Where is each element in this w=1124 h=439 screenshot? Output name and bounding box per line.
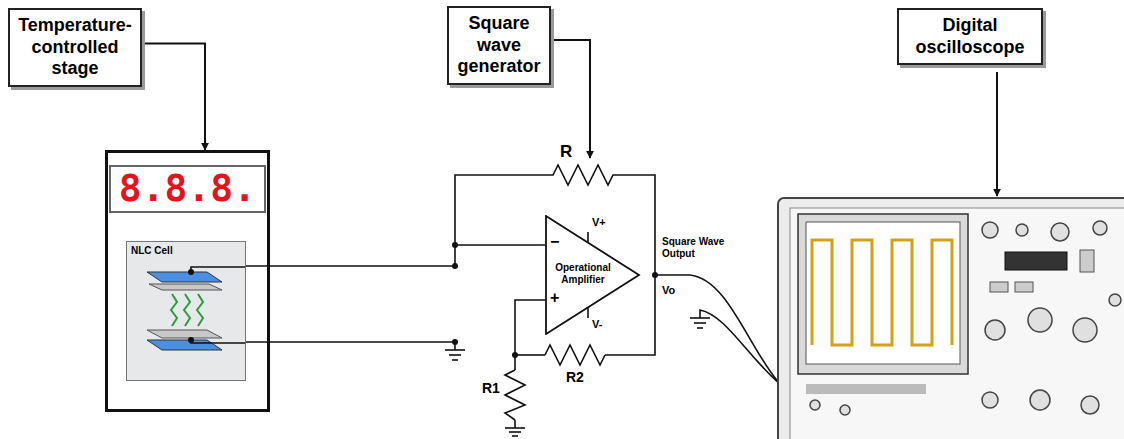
resistor-symbol (505, 370, 525, 420)
circuit-wire (246, 342, 455, 350)
leader-arrow (142, 43, 205, 150)
glass-plate (147, 330, 222, 338)
oscilloscope (1093, 221, 1107, 235)
oscilloscope (1005, 252, 1067, 270)
ground-symbol (505, 427, 525, 429)
resistor-label: R (560, 142, 572, 162)
ground-symbol (697, 327, 703, 329)
ground-symbol (449, 354, 461, 356)
oscilloscope (982, 392, 998, 408)
callout-box: Digital oscilloscope (897, 8, 1043, 65)
resistor-symbol (545, 165, 620, 185)
oscilloscope (806, 222, 960, 364)
oscilloscope (1081, 396, 1099, 414)
input-sign: + (550, 289, 559, 307)
op-amp-label: Operational Amplifier (548, 262, 618, 286)
callout-text: Square wave generator (455, 13, 543, 78)
ground-symbol (445, 349, 465, 351)
junction-dot (452, 263, 458, 269)
resistor-label: R2 (566, 369, 584, 385)
oscilloscope (840, 405, 850, 415)
oscilloscope (812, 240, 952, 345)
stage-housing: 8.8.8. NLC Cell (105, 150, 270, 412)
contact-dot (188, 337, 194, 343)
oscilloscope (1030, 390, 1050, 410)
ground-symbol (694, 322, 706, 324)
resistor-symbol (545, 345, 605, 365)
ground-symbol (509, 431, 521, 433)
cell-label: NLC Cell (131, 245, 173, 256)
oscilloscope (1073, 318, 1097, 342)
oscilloscope (798, 214, 968, 374)
contact-dot (188, 269, 194, 275)
oscilloscope (778, 198, 1124, 439)
resistor-label: R1 (482, 380, 500, 396)
circuit-wire (587, 308, 589, 318)
circuit-wire (455, 244, 545, 246)
glass-plate (149, 284, 222, 290)
oscilloscope (1109, 294, 1121, 306)
ground-symbol (512, 435, 518, 437)
circuit-wire (246, 175, 845, 428)
callout-box: Temperature-controlled stage (8, 8, 142, 87)
output-label: Square Wave Output (662, 236, 732, 259)
input-sign: − (550, 233, 559, 251)
leader-line (996, 72, 998, 196)
oscilloscope (990, 282, 1008, 292)
callout-text: Temperature-controlled stage (16, 15, 134, 80)
circuit-wire (587, 232, 589, 242)
oscilloscope (1051, 223, 1069, 241)
oscilloscope (790, 208, 1124, 439)
callout-text: Digital oscilloscope (905, 15, 1035, 58)
callout-box: Square wave generator (447, 6, 551, 85)
electrode-plate (147, 340, 222, 350)
ground-symbol (690, 317, 710, 319)
liquid-crystal (171, 294, 203, 326)
lead-wire (191, 267, 245, 343)
circuit-wire (514, 420, 516, 428)
electrode-plate (147, 272, 222, 282)
temperature-display: 8.8.8. (109, 165, 266, 213)
oscilloscope (985, 320, 1005, 340)
op-amp-triangle (546, 216, 639, 334)
supply-pin: V+ (592, 216, 606, 229)
junction-dot (452, 339, 458, 345)
nlc-cell: NLC Cell (126, 241, 246, 381)
junction-dot (512, 352, 518, 358)
oscilloscope (982, 222, 998, 238)
supply-pin: V- (592, 318, 602, 331)
oscilloscope (1015, 282, 1033, 292)
oscilloscope (810, 221, 1121, 415)
junction-dot (452, 242, 458, 248)
oscilloscope (1028, 308, 1052, 332)
nlc-cell-drawing (127, 242, 245, 380)
ground-symbol (445, 318, 710, 436)
signal-name: Vo (662, 284, 675, 297)
circuit-wire (515, 354, 545, 356)
circuit-wire (246, 175, 545, 266)
oscilloscope (1080, 250, 1094, 272)
oscilloscope (806, 384, 926, 394)
op-amp-triangle: Operational Amplifier (545, 215, 641, 335)
junction-dot (652, 272, 658, 278)
circuit-wire (515, 300, 545, 370)
oscilloscope (810, 400, 820, 410)
oscilloscope (1016, 224, 1028, 236)
ground-symbol (452, 359, 458, 361)
leader-line (553, 40, 590, 158)
